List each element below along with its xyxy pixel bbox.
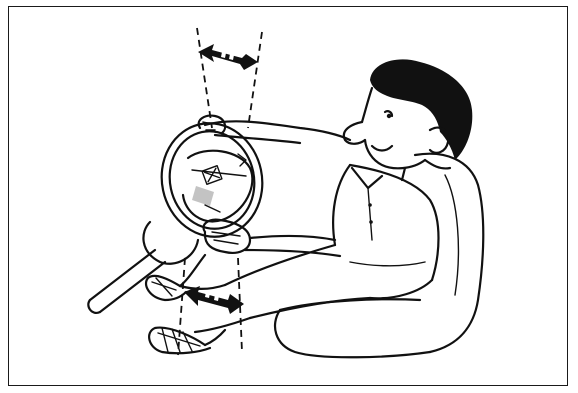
driver-torso: [333, 165, 438, 298]
steering-wheel: [151, 114, 273, 246]
telescopic-adjust-arrow-icon: [184, 286, 244, 314]
driver-arms: [199, 116, 350, 256]
tilt-adjust-arrow-icon: [198, 44, 258, 70]
telescopic-adjust-guide: [178, 258, 244, 355]
seat: [275, 154, 483, 358]
driver-head: [344, 59, 472, 180]
driver-feet: [146, 276, 210, 353]
tilt-adjust-guide: [197, 28, 262, 128]
